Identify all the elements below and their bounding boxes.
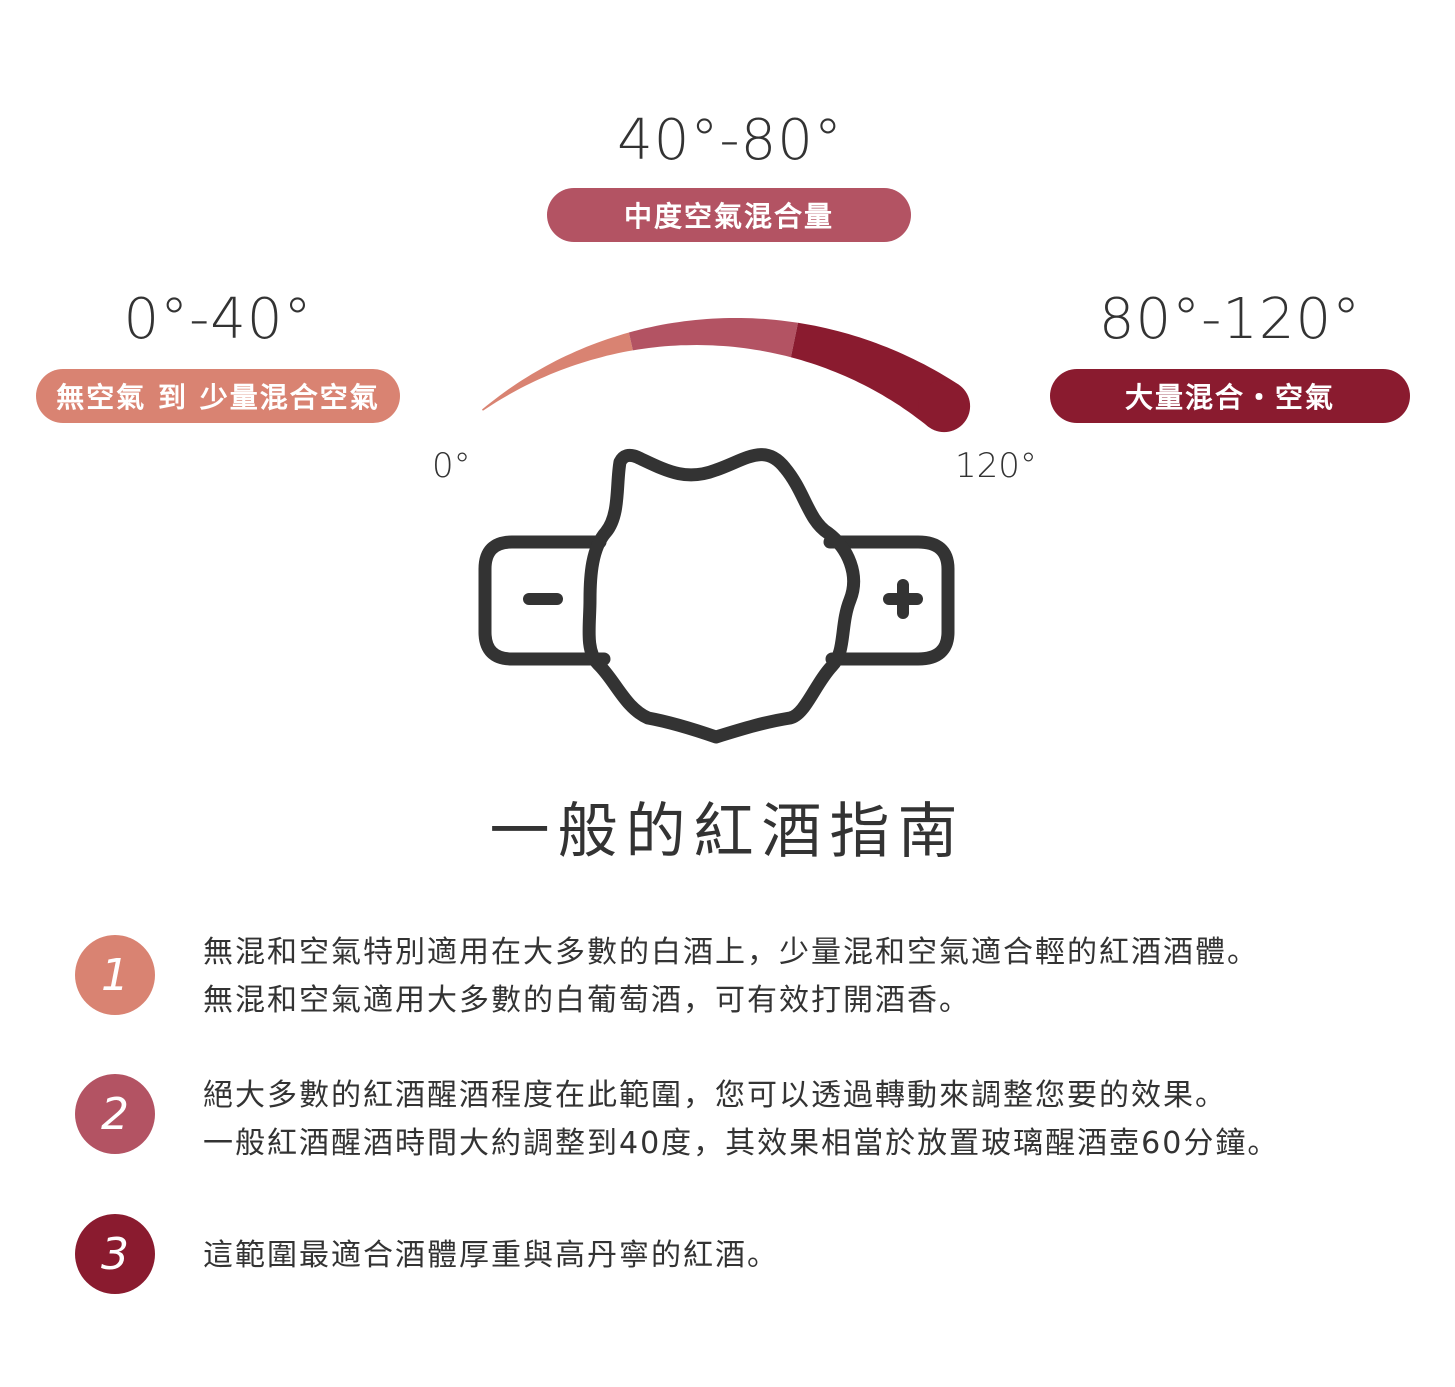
range-value-high: 80°-120° xyxy=(1098,287,1362,352)
plus-icon xyxy=(883,579,923,619)
step-number-3: 3 xyxy=(75,1214,155,1294)
plus-tab[interactable] xyxy=(823,535,955,666)
knob-body[interactable] xyxy=(582,448,860,744)
arc-end-cap xyxy=(918,380,971,433)
arc-segment-3 xyxy=(790,322,960,428)
range-badge-medium: 中度空氣混合量 xyxy=(547,188,911,242)
range-badge-low: 無空氣 到 少量混合空氣 xyxy=(36,369,400,423)
range-value-low: 0°-40° xyxy=(123,287,313,352)
range-badge-high: 大量混合・空氣 xyxy=(1050,369,1410,423)
step-text-2: 絕大多數的紅酒醒酒程度在此範圍，您可以透過轉動來調整您要的效果。 一般紅酒醒酒時… xyxy=(203,1072,1413,1168)
arc-segment-1 xyxy=(482,332,633,411)
step-2-line-2: 一般紅酒醒酒時間大約調整到40度，其效果相當於放置玻璃醒酒壺60分鐘。 xyxy=(203,1126,1280,1161)
dial-graphic xyxy=(478,318,971,744)
dial-start-label: 0° xyxy=(432,446,471,486)
step-3-line-1: 這範圍最適合酒體厚重與高丹寧的紅酒。 xyxy=(203,1238,779,1273)
step-2-line-1: 絕大多數的紅酒醒酒程度在此範圍，您可以透過轉動來調整您要的效果。 xyxy=(203,1078,1227,1113)
step-1-line-2: 無混和空氣適用大多數的白葡萄酒，可有效打開酒香。 xyxy=(203,983,971,1018)
step-number-2: 2 xyxy=(75,1074,155,1154)
minus-icon xyxy=(523,593,563,605)
arc-segment-2 xyxy=(628,318,798,358)
step-1-line-1: 無混和空氣特別適用在大多數的白酒上，少量混和空氣適合輕的紅酒酒體。 xyxy=(203,935,1259,970)
dial-knob[interactable] xyxy=(478,448,955,744)
range-value-medium: 40°-80° xyxy=(617,108,843,173)
dial-arc xyxy=(482,318,971,433)
step-text-3: 這範圍最適合酒體厚重與高丹寧的紅酒。 xyxy=(203,1232,1413,1280)
step-text-1: 無混和空氣特別適用在大多數的白酒上，少量混和空氣適合輕的紅酒酒體。 無混和空氣適… xyxy=(203,929,1413,1025)
guide-title: 一般的紅酒指南 xyxy=(489,797,966,867)
step-number-1: 1 xyxy=(75,935,155,1015)
minus-tab[interactable] xyxy=(478,535,611,666)
dial-end-label: 120° xyxy=(955,446,1037,486)
